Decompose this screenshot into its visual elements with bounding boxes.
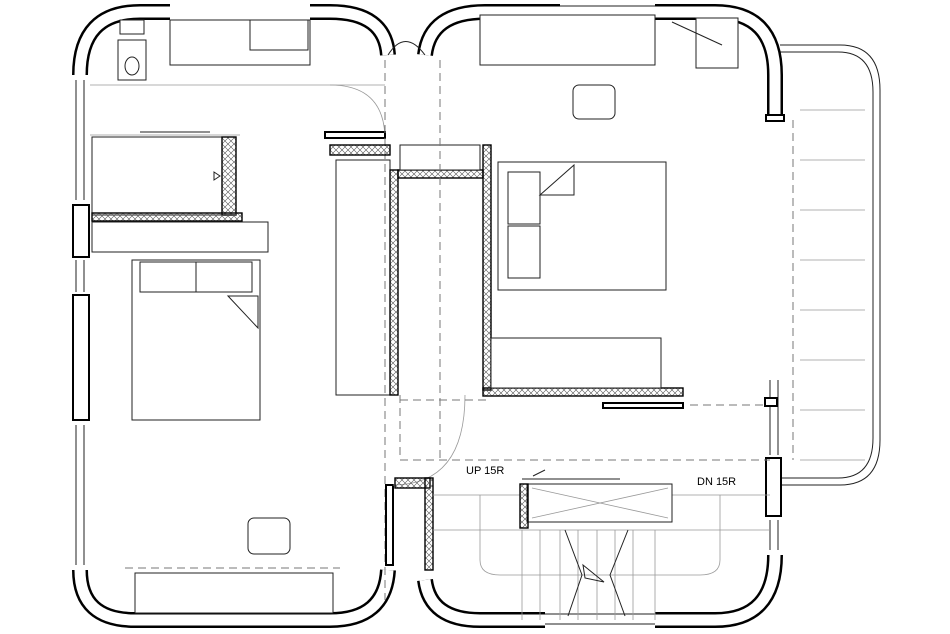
right-bedroom <box>479 14 778 409</box>
chair-icon <box>247 517 291 555</box>
pillow <box>139 261 197 293</box>
balcony <box>780 44 881 486</box>
shelf <box>479 14 656 66</box>
partition-walls <box>329 60 770 571</box>
chair-icon <box>572 84 616 120</box>
pillow <box>507 225 541 279</box>
staircase: UP 15R DN 15R <box>433 465 770 620</box>
left-room-walls <box>72 3 396 628</box>
wardrobe <box>335 159 391 396</box>
left-bedroom <box>91 60 466 614</box>
pillow <box>195 261 253 293</box>
pillow <box>507 171 541 225</box>
bathroom <box>90 19 386 222</box>
right-room-walls <box>387 4 785 628</box>
left-bedroom-door[interactable] <box>385 484 394 566</box>
right-bedroom-door[interactable] <box>602 402 684 409</box>
bathroom-door[interactable] <box>324 131 386 139</box>
toilet-icon <box>117 39 147 81</box>
wardrobe-right <box>490 337 662 389</box>
stair-up-label: UP 15R <box>466 465 504 477</box>
sink-icon <box>249 19 309 51</box>
bathtub <box>91 136 223 216</box>
desk <box>134 572 334 614</box>
stair-down-label: DN 15R <box>697 476 736 488</box>
